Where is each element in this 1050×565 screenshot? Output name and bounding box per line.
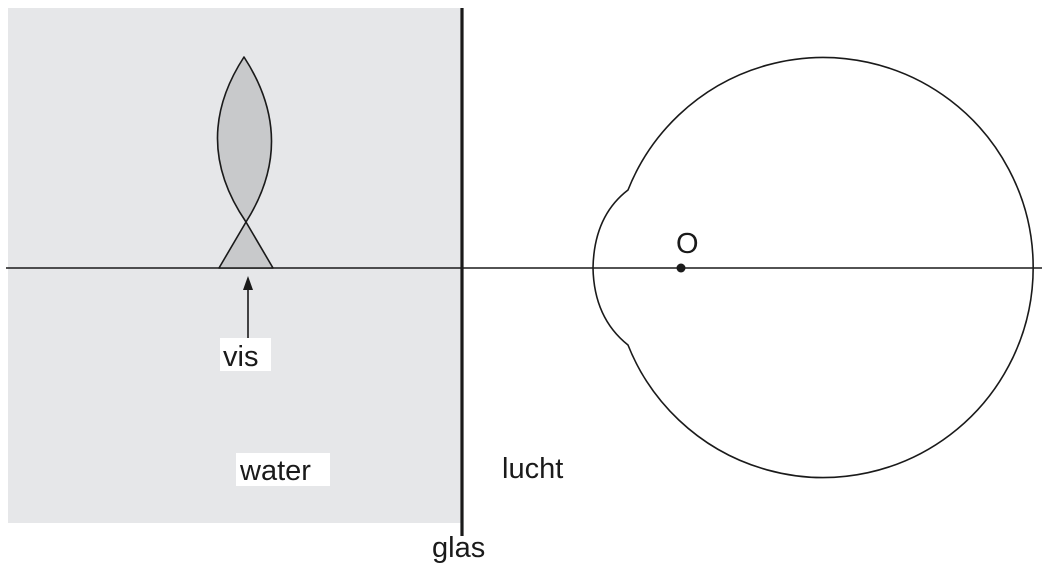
fish-label: vis xyxy=(223,341,258,373)
glass-label: glas xyxy=(432,532,485,564)
fish-tail xyxy=(218,221,274,269)
fish-label-bg xyxy=(220,338,271,371)
fish xyxy=(216,56,274,269)
point-o-label: O xyxy=(676,228,699,260)
water-label: water xyxy=(239,455,311,487)
fish-arrow-head xyxy=(243,276,253,290)
water-label-bg xyxy=(236,453,330,486)
fish-body xyxy=(216,56,273,223)
air-label: lucht xyxy=(502,453,563,485)
point-o-dot xyxy=(676,263,686,273)
